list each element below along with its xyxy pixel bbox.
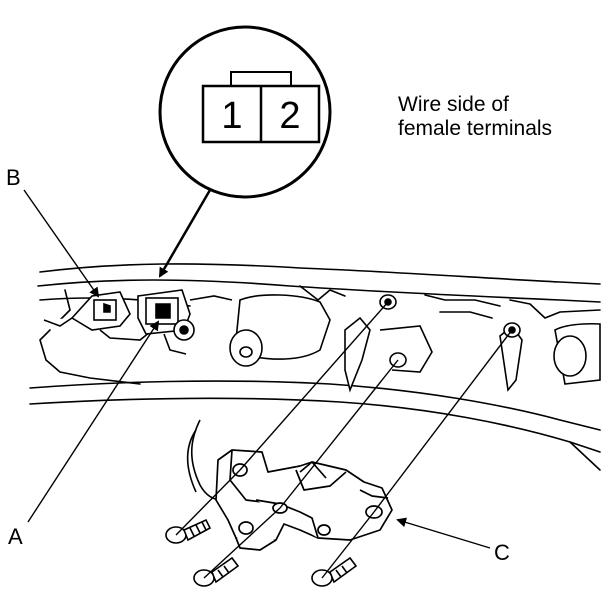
terminal-note-line2: female terminals (398, 117, 553, 140)
terminal-note-line1: Wire side of (398, 93, 509, 116)
hatch-latch (215, 449, 393, 551)
callout-a: A (8, 524, 23, 549)
pin-1-label: 1 (221, 95, 242, 137)
leader-b (23, 189, 100, 298)
magnified-connector-view: 1 2 (158, 25, 332, 278)
callout-c: C (494, 540, 510, 565)
pin-2-label: 2 (279, 95, 300, 137)
callout-leaders (23, 189, 491, 549)
trim-bosses (229, 294, 601, 393)
alignment-lines (175, 301, 513, 579)
connector-a (137, 289, 233, 355)
bolt-middle (193, 556, 240, 587)
callout-b: B (6, 165, 21, 190)
leader-c (396, 517, 491, 549)
mounting-holes (379, 294, 521, 338)
connector-b (43, 291, 151, 341)
leader-a (27, 320, 160, 523)
connector-latch-tab (230, 71, 292, 87)
wire-harness (186, 419, 223, 501)
mounting-bolts (165, 518, 358, 587)
terminal-note: Wire side of female terminals (398, 93, 552, 141)
magnifier-pointer (158, 189, 212, 278)
